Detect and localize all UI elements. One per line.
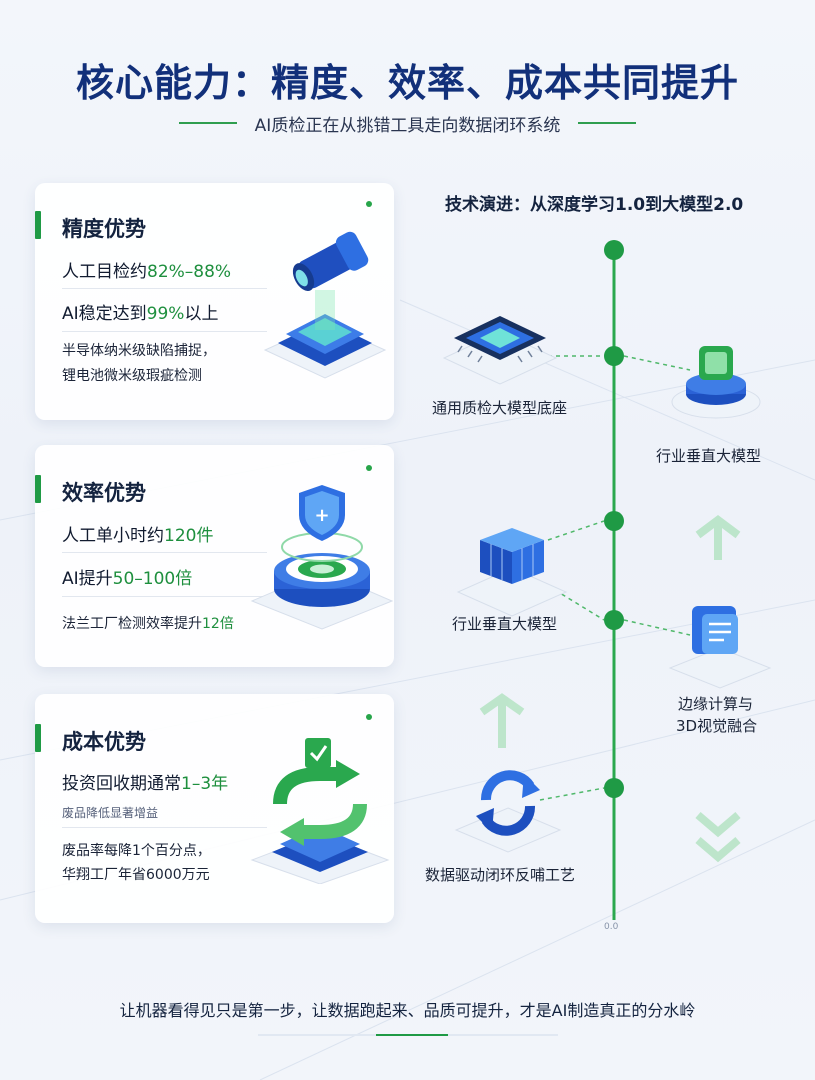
cost-faint-note: 废品降低显著增益 — [62, 806, 159, 820]
up-arrow-icon — [479, 693, 525, 748]
chip-icon — [442, 316, 558, 385]
subtitle-line-right — [578, 122, 637, 124]
card-title: 效率优势 — [62, 481, 146, 505]
evolution-node-label: 行业垂直大模型 — [452, 615, 558, 633]
page-title: 核心能力：精度、效率、成本共同提升 — [75, 61, 739, 105]
document-icon — [668, 606, 772, 689]
efficiency-manual-line: 人工单小时约120件 — [62, 526, 214, 546]
cost-payback-line: 投资回收期通常1–3年 — [62, 774, 229, 794]
divider — [62, 552, 267, 553]
subtitle-line-left — [178, 122, 237, 124]
subtitle-row: AI质检正在从挑错工具走向数据闭环系统 — [0, 111, 815, 136]
card-accent-bar — [35, 724, 41, 752]
refresh-icon — [454, 770, 562, 853]
evolution-node-label: 边缘计算与 — [678, 695, 754, 713]
cycle-arrows-icon — [250, 738, 390, 884]
precision-note-1: 半导体纳米级缺陷捕捉， — [62, 343, 216, 359]
card-dot — [366, 714, 372, 720]
card-accent-bar — [35, 475, 41, 503]
card-dot — [366, 201, 372, 207]
footer-underline-accent — [376, 1034, 448, 1036]
footer-statement: 让机器看得见只是第一步，让数据跑起来、品质可提升，才是AI制造真正的分水岭 — [119, 1001, 696, 1020]
precision-note-2: 锂电池微米级瑕疵检测 — [62, 368, 202, 384]
divider — [62, 288, 267, 289]
cost-note-1: 废品率每降1个百分点， — [62, 843, 211, 859]
efficiency-note: 法兰工厂检测效率提升12倍 — [62, 616, 234, 632]
precision-card: 精度优势 人工目检约82%–88% AI稳定达到99%以上 半导体纳米级缺陷捕捉… — [35, 183, 394, 420]
svg-text:+: + — [314, 505, 329, 526]
divider — [62, 827, 267, 828]
timeline-end-mark: 0.0 — [604, 922, 619, 932]
evolution-node-label: 数据驱动闭环反哺工艺 — [425, 866, 576, 884]
divider — [62, 596, 267, 597]
cost-note-2: 华翔工厂年省6000万元 — [62, 867, 210, 883]
efficiency-ai-line: AI提升50–100倍 — [62, 569, 193, 589]
page-subtitle: AI质检正在从挑错工具走向数据闭环系统 — [254, 115, 561, 136]
card-dot — [366, 465, 372, 471]
shield-disk-icon: + — [250, 485, 394, 630]
cost-card: 成本优势 投资回收期通常1–3年 废品降低显著增益 废品率每降1个百分点， 华翔… — [35, 694, 394, 923]
down-arrow-icon — [695, 811, 741, 863]
card-title: 精度优势 — [62, 217, 146, 241]
precision-manual-line: 人工目检约82%–88% — [62, 262, 232, 282]
up-arrow-icon — [695, 515, 741, 560]
industry-model-badge-icon — [671, 346, 761, 419]
evolution-node-label: 通用质检大模型底座 — [432, 399, 568, 417]
evolution-heading: 技术演进：从深度学习1.0到大模型2.0 — [445, 195, 744, 215]
card-title: 成本优势 — [62, 730, 146, 754]
card-accent-bar — [35, 211, 41, 239]
evolution-node-label: 3D视觉融合 — [676, 717, 758, 735]
precision-ai-line: AI稳定达到99%以上 — [62, 304, 219, 324]
cube-stack-icon — [456, 528, 568, 617]
evolution-node-label: 行业垂直大模型 — [656, 447, 762, 465]
camera-chip-icon — [263, 231, 387, 379]
divider — [62, 331, 267, 332]
efficiency-card: 效率优势 人工单小时约120件 AI提升50–100倍 法兰工厂检测效率提升12… — [35, 445, 394, 667]
